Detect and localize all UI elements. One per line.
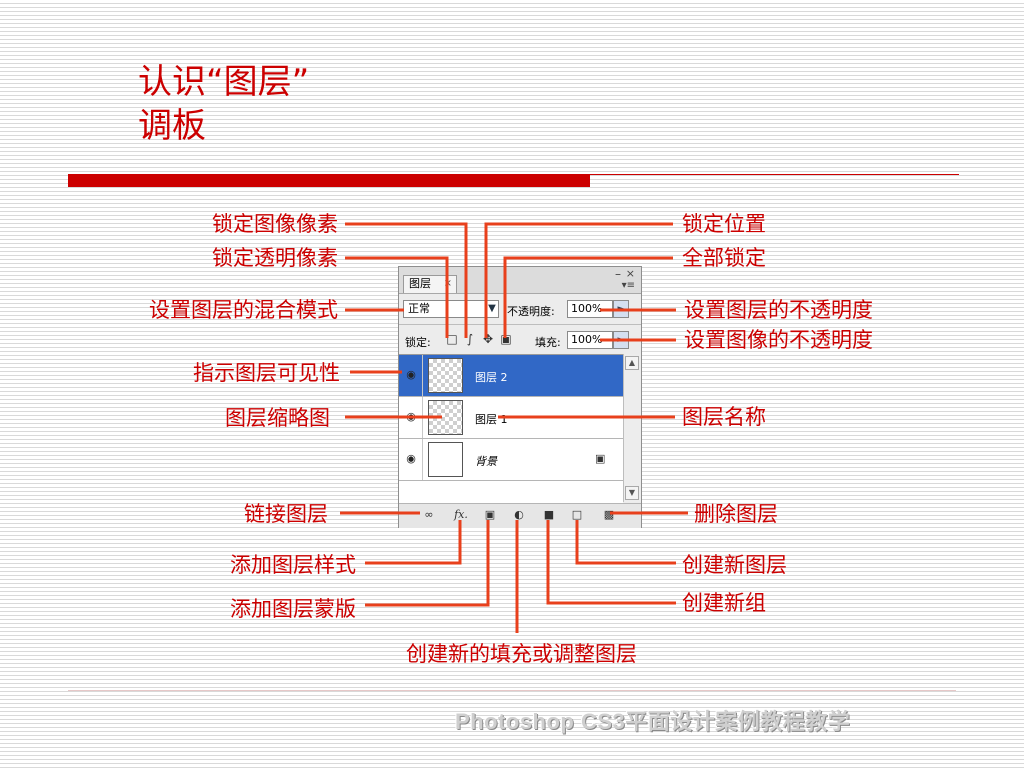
label-new-fill-adjustment: 创建新的填充或调整图层 — [406, 642, 637, 666]
footer-divider — [68, 690, 956, 691]
scroll-up-icon[interactable]: ▲ — [625, 356, 639, 370]
chevron-down-icon[interactable]: ▼ — [488, 303, 496, 314]
layers-list: ◉ 图层 2 ◉ 图层 1 ◉ 背景 ▣ — [399, 354, 623, 503]
padlock-icon[interactable]: ▣ — [500, 332, 512, 346]
label-visibility: 指示图层可见性 — [193, 361, 340, 385]
layer-row[interactable]: ◉ 图层 2 — [399, 355, 623, 397]
half-circle-icon[interactable]: ◐ — [514, 508, 524, 521]
title-line-1: 认识“图层” — [138, 62, 310, 102]
layer-thumbnail — [428, 442, 463, 477]
label-lock-image-pixels: 锁定图像像素 — [212, 212, 338, 236]
label-image-opacity: 设置图像的不透明度 — [684, 328, 873, 352]
tab-close-icon[interactable]: × — [443, 278, 452, 289]
fill-slider-arrow-icon[interactable]: ► — [613, 331, 629, 349]
slide-title: 认识“图层” 调板 — [138, 60, 309, 148]
fx-icon[interactable]: fx. — [454, 508, 468, 521]
title-accent-bar — [68, 174, 590, 187]
layer-row[interactable]: ◉ 图层 1 — [399, 397, 623, 439]
label-layer-opacity: 设置图层的不透明度 — [684, 298, 873, 322]
close-icon[interactable]: × — [625, 267, 635, 280]
checkerboard-lock-icon[interactable]: □ — [446, 332, 458, 346]
title-divider-line — [590, 174, 959, 175]
label-add-layer-style: 添加图层样式 — [230, 553, 356, 577]
new-layer-icon[interactable]: □ — [571, 508, 583, 521]
scrollbar[interactable]: ▲ ▼ — [623, 354, 641, 502]
layer-thumbnail — [428, 358, 463, 393]
opacity-label: 不透明度: — [507, 305, 555, 318]
eye-icon[interactable]: ◉ — [406, 410, 416, 423]
layer-name[interactable]: 图层 2 — [475, 371, 508, 384]
layer-thumbnail — [428, 400, 463, 435]
panel-header: 图层 × – × ▾≡ — [399, 267, 641, 294]
eye-icon[interactable]: ◉ — [406, 452, 416, 465]
folder-icon[interactable]: ■ — [543, 508, 555, 521]
visibility-column — [399, 355, 423, 396]
label-new-group: 创建新组 — [682, 591, 766, 615]
tab-label: 图层 — [409, 277, 431, 290]
footer-text: Photoshop CS3平面设计案例教程教学 — [455, 709, 851, 734]
mask-icon[interactable]: ▣ — [484, 508, 496, 521]
label-add-layer-mask: 添加图层蒙版 — [230, 597, 356, 621]
panel-menu-icon[interactable]: ▾≡ — [621, 280, 635, 291]
panel-divider — [399, 324, 641, 325]
link-icon[interactable]: ∞ — [424, 508, 434, 521]
eye-icon[interactable]: ◉ — [406, 368, 416, 381]
fill-input[interactable]: 100% — [567, 331, 613, 349]
padlock-icon: ▣ — [595, 452, 606, 465]
opacity-input[interactable]: 100% — [567, 300, 613, 318]
title-line-2: 调板 — [138, 106, 206, 146]
label-layer-name: 图层名称 — [682, 405, 766, 429]
scroll-down-icon[interactable]: ▼ — [625, 486, 639, 500]
label-lock-all: 全部锁定 — [682, 246, 766, 270]
panel-bottom-toolbar: ∞ fx. ▣ ◐ ■ □ ▩ — [399, 503, 641, 528]
lock-label: 锁定: — [405, 336, 431, 349]
visibility-column — [399, 439, 423, 480]
label-blend-mode: 设置图层的混合模式 — [149, 298, 338, 322]
label-new-layer: 创建新图层 — [682, 553, 787, 577]
label-lock-position: 锁定位置 — [682, 212, 766, 236]
label-delete-layer: 删除图层 — [694, 502, 778, 526]
move-icon[interactable]: ✥ — [482, 332, 494, 346]
layer-name[interactable]: 背景 — [475, 455, 497, 468]
layers-panel: 图层 × – × ▾≡ 正常 ▼ 不透明度: 100% ► 锁定: □ ∫ ✥ … — [398, 266, 642, 528]
brush-icon[interactable]: ∫ — [466, 332, 474, 346]
trash-icon[interactable]: ▩ — [603, 508, 615, 521]
label-thumbnail: 图层缩略图 — [225, 406, 330, 430]
minimize-icon[interactable]: – — [615, 267, 621, 281]
fill-label: 填充: — [535, 336, 561, 349]
layer-name[interactable]: 图层 1 — [475, 413, 508, 426]
opacity-slider-arrow-icon[interactable]: ► — [613, 300, 629, 318]
label-link-layers: 链接图层 — [244, 502, 328, 526]
tab-layers[interactable]: 图层 × — [403, 275, 457, 293]
label-lock-transparent-pixels: 锁定透明像素 — [212, 246, 338, 270]
layer-row[interactable]: ◉ 背景 ▣ — [399, 439, 623, 481]
